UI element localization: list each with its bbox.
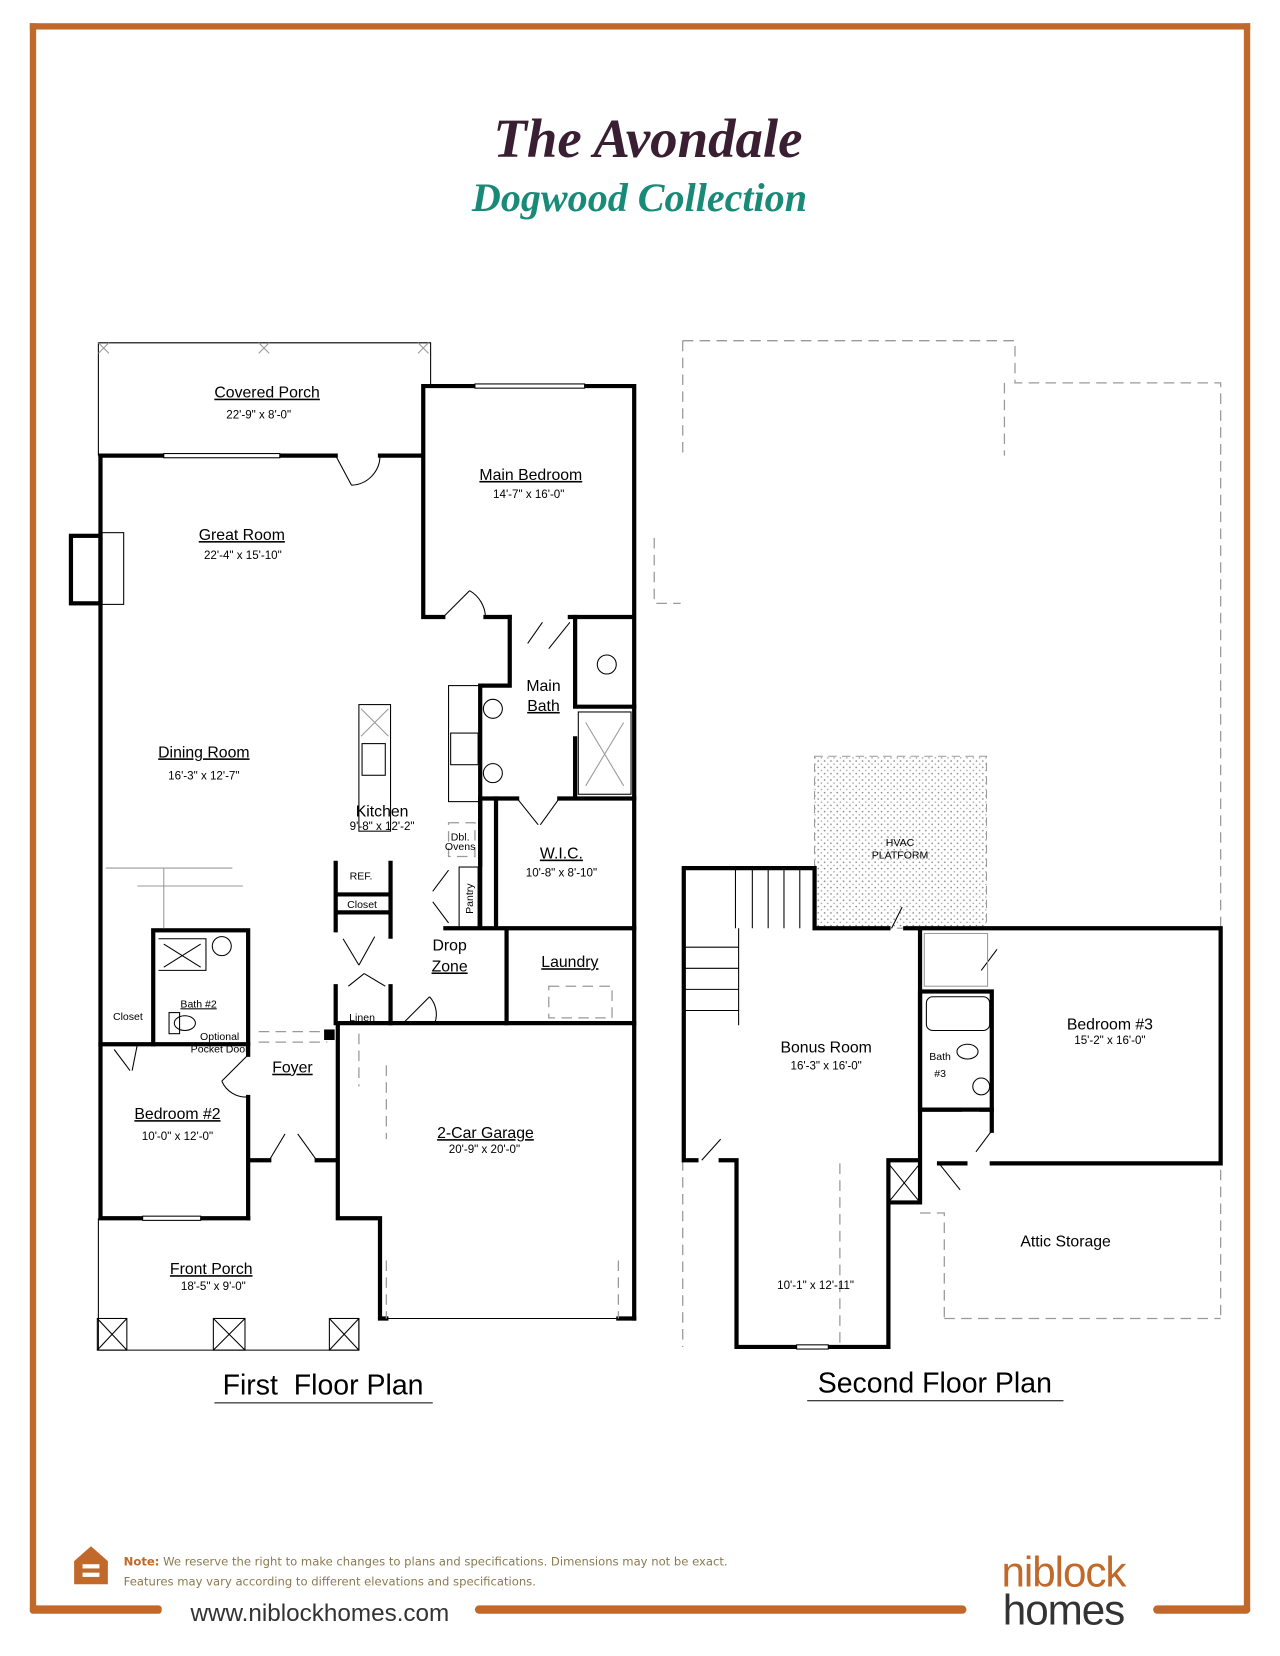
dining-room-size: 16'-3" x 12'-7" (168, 769, 239, 782)
first-floor-caption: First Floor Plan (223, 1369, 424, 1401)
great-room-size: 22'-4" x 15'-10" (204, 549, 282, 562)
equal-housing-house-icon (74, 1546, 108, 1585)
main-bath-label-1: Main (526, 678, 560, 695)
disclaimer-line-1: Note: We reserve the right to make chang… (124, 1554, 728, 1568)
ref-label: REF. (350, 871, 373, 883)
covered-porch-label: Covered Porch (214, 385, 319, 402)
wic-size: 10'-8" x 8'-10" (526, 867, 597, 880)
garage-label: 2-Car Garage (437, 1125, 534, 1142)
kitchen-label: Kitchen (356, 803, 409, 820)
hvac-label-2: PLATFORM (872, 850, 929, 862)
page-border (29, 23, 1251, 1614)
disclaimer-line-2: Features may vary according to different… (124, 1574, 536, 1588)
garage-size: 20'-9" x 20'-0" (449, 1143, 520, 1156)
main-bedroom-size: 14'-7" x 16'-0" (493, 488, 564, 501)
bedroom2-size: 10'-0" x 12'-0" (142, 1130, 213, 1143)
hvac-label-1: HVAC (886, 837, 915, 849)
foyer-label: Foyer (272, 1060, 312, 1077)
first-floor-plan: Covered Porch 22'-9" x 8'-0" Main Bedroo… (68, 342, 637, 1404)
drop-zone-label-2: Zone (432, 958, 468, 975)
bedroom3-size: 15'-2" x 16'-0" (1074, 1034, 1145, 1047)
dining-room-label: Dining Room (158, 744, 249, 761)
bath3-label-2: #3 (934, 1068, 946, 1080)
main-bedroom-label: Main Bedroom (479, 467, 582, 484)
pantry-label: Pantry (464, 883, 476, 914)
linen-label: Linen (349, 1012, 375, 1024)
bonus-room-size: 16'-3" x 16'-0" (791, 1060, 862, 1073)
optional-door-label-1: Optional (200, 1031, 239, 1043)
bonus-extension-size: 10'-1" x 12'-11" (777, 1279, 854, 1292)
bedroom2-label: Bedroom #2 (134, 1106, 220, 1123)
website-link[interactable]: www.niblockhomes.com (189, 1600, 449, 1627)
dbl-ovens-label-1: Dbl. (451, 832, 470, 844)
front-porch-size: 18'-5" x 9'-0" (181, 1280, 246, 1293)
wic-label: W.I.C. (540, 846, 583, 863)
bonus-room-label: Bonus Room (780, 1040, 871, 1057)
logo-homes: homes (1003, 1586, 1124, 1633)
laundry-label: Laundry (541, 954, 598, 971)
bedroom3-label: Bedroom #3 (1067, 1016, 1153, 1033)
plan-subtitle: Dogwood Collection (471, 175, 807, 220)
attic-storage-label: Attic Storage (1020, 1234, 1111, 1251)
note-text: We reserve the right to make changes to … (159, 1554, 727, 1568)
great-room-label: Great Room (199, 527, 285, 544)
plan-title: The Avondale (493, 108, 802, 169)
optional-door-label-2: Pocket Door (191, 1044, 249, 1056)
bed2-closet-label: Closet (113, 1011, 143, 1023)
bath3-label-1: Bath (929, 1051, 951, 1063)
dbl-ovens-label-2: Ovens (445, 841, 475, 853)
bath2-label: Bath #2 (180, 998, 216, 1010)
logo-niblock: niblock (1002, 1548, 1128, 1595)
front-porch-label: Front Porch (170, 1261, 253, 1278)
main-bath-label-2: Bath (527, 698, 560, 715)
second-floor-plan: HVAC PLATFORM Bonus Room 16'-3" x 16'-0"… (653, 340, 1223, 1402)
note-label: Note: (124, 1554, 160, 1568)
second-floor-caption: Second Floor Plan (818, 1367, 1052, 1399)
covered-porch-size: 22'-9" x 8'-0" (226, 409, 291, 422)
kitchen-closet-label: Closet (347, 899, 377, 911)
drop-zone-label-1: Drop (432, 937, 466, 954)
kitchen-size: 9'-8" x 12'-2" (350, 820, 415, 833)
